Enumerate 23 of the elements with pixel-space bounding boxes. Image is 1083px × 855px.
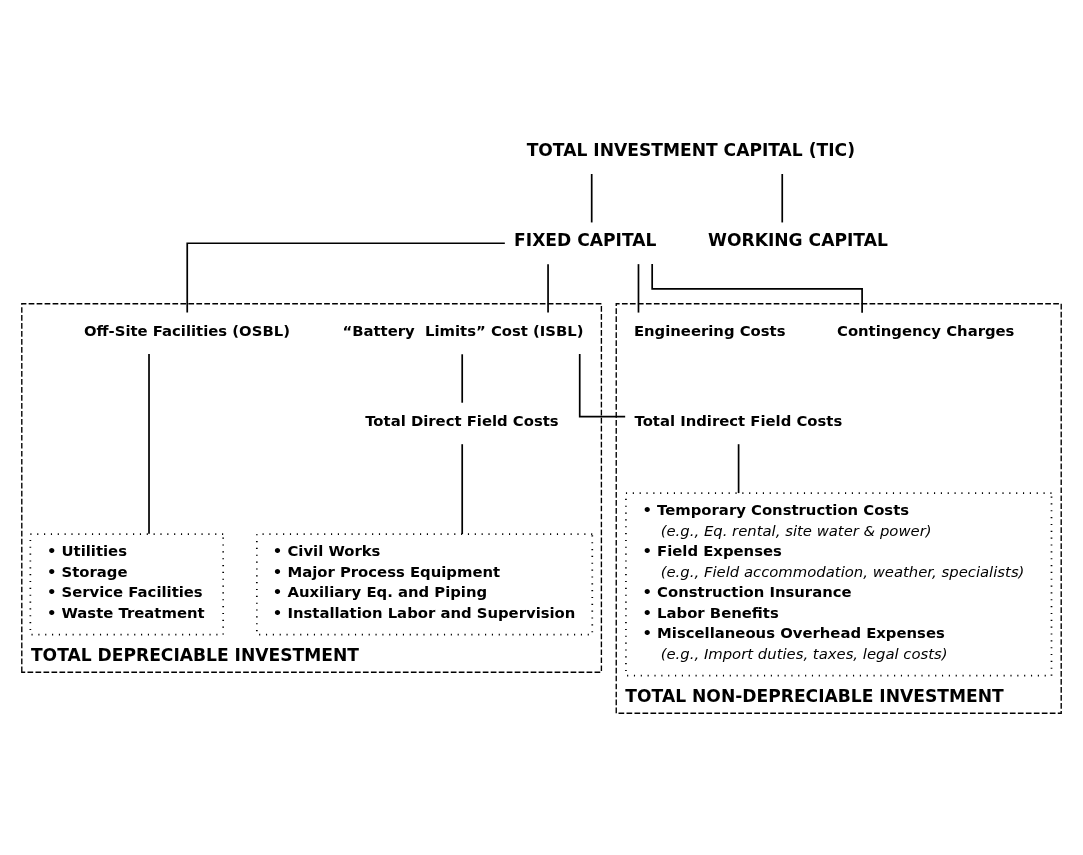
- connector: [186, 242, 506, 314]
- connector: [781, 173, 784, 224]
- connector: [651, 263, 863, 314]
- node-box: • Utilities • Storage • Service Facilities • Waste Treatment: [29, 533, 225, 636]
- connector: [737, 443, 740, 494]
- connector: [461, 353, 464, 404]
- node-text: WORKING CAPITAL: [708, 230, 888, 251]
- connector: [637, 263, 640, 314]
- node-text: Contingency Charges: [837, 322, 1015, 340]
- connector: [547, 263, 549, 314]
- connector: [578, 353, 627, 418]
- node-text: Total Direct Field Costs: [365, 412, 559, 430]
- node-text: Off-Site Facilities (OSBL): [83, 322, 290, 340]
- connector: [461, 443, 464, 535]
- node-text: FIXED CAPITAL: [514, 230, 657, 251]
- node-text: “Battery Limits” Cost (ISBL): [342, 322, 584, 340]
- node-text: TOTAL INVESTMENT CAPITAL (TIC): [526, 139, 855, 160]
- node-box: • Temporary Construction Costs (e.g., Eq. rental, site water & power) • Field Expenses (e.g., Field accommodation, weather, specialists) • Construction Insurance • Labor Benefits • Miscellaneous Overhead Expenses (e.g., Import duties, taxes, legal costs): [625, 492, 1053, 677]
- node-text: Engineering Costs: [633, 322, 786, 340]
- connector: [590, 173, 593, 224]
- connector: [148, 353, 150, 535]
- node-text: Total Indirect Field Costs: [634, 412, 843, 430]
- node-box: • Civil Works • Major Process Equipment • Auxiliary Eq. and Piping • Installation Labor and Supervision: [255, 533, 594, 636]
